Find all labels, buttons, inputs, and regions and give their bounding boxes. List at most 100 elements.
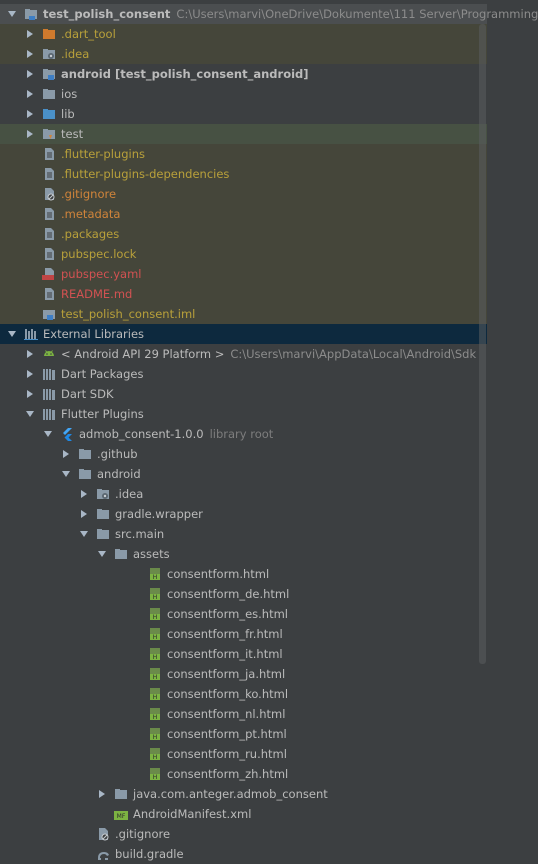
svg-text:H: H — [153, 714, 158, 721]
chevron-right-icon[interactable] — [24, 28, 36, 40]
file-icon — [42, 147, 56, 161]
gradle-icon — [96, 847, 110, 861]
tree-row[interactable]: .metadata — [0, 204, 487, 224]
chevron-right-icon[interactable] — [24, 68, 36, 80]
tree-item-label: lib — [61, 107, 75, 121]
chevron-down-icon[interactable] — [6, 328, 18, 340]
tree-row[interactable]: android[test_polish_consent_android] — [0, 64, 487, 84]
tree-item-label: .dart_tool — [61, 27, 116, 41]
chevron-right-icon[interactable] — [78, 508, 90, 520]
tree-row[interactable]: .dart_tool — [0, 24, 487, 44]
tree-row[interactable]: README.md — [0, 284, 487, 304]
tree-item-label: .github — [97, 447, 138, 461]
svg-text:H: H — [153, 774, 158, 781]
html-icon: H — [148, 667, 162, 681]
tree-item-label: consentform_pt.html — [167, 727, 287, 741]
vertical-scrollbar[interactable] — [479, 24, 486, 664]
tree-row[interactable]: Dart SDK — [0, 384, 487, 404]
file-icon — [42, 207, 56, 221]
tree-row[interactable]: Flutter Plugins — [0, 404, 487, 424]
chevron-down-icon[interactable] — [6, 8, 18, 20]
svg-text:MF: MF — [117, 813, 126, 820]
tree-item-label: consentform_zh.html — [167, 767, 289, 781]
tree-row[interactable]: External Libraries — [0, 324, 487, 344]
chevron-right-icon[interactable] — [24, 368, 36, 380]
chevron-down-icon[interactable] — [60, 468, 72, 480]
html-icon: H — [148, 747, 162, 761]
tree-item-path: C:\Users\marvi\AppData\Local\Android\Sdk — [230, 347, 477, 361]
tree-row[interactable]: .gitignore — [0, 824, 487, 844]
chevron-right-icon[interactable] — [24, 48, 36, 60]
tree-row[interactable]: < Android API 29 Platform >C:\Users\marv… — [0, 344, 487, 364]
tree-row[interactable]: pubspec.lock — [0, 244, 487, 264]
tree-row[interactable]: .idea — [0, 484, 487, 504]
tree-row[interactable]: src.main — [0, 524, 487, 544]
chevron-right-icon[interactable] — [96, 788, 108, 800]
svg-text:H: H — [153, 694, 158, 701]
tree-item-extra: [test_polish_consent_android] — [114, 67, 309, 81]
chevron-right-icon[interactable] — [60, 448, 72, 460]
tree-row[interactable]: .gitignore — [0, 184, 487, 204]
tree-row[interactable]: Dart Packages — [0, 364, 487, 384]
chevron-down-icon[interactable] — [42, 428, 54, 440]
tree-item-label: consentform_de.html — [167, 587, 290, 601]
chevron-right-icon[interactable] — [24, 348, 36, 360]
library-icon — [42, 407, 56, 421]
module-icon — [24, 7, 38, 21]
chevron-right-icon[interactable] — [24, 388, 36, 400]
html-icon: H — [148, 567, 162, 581]
tree-row[interactable]: test_polish_consent.iml — [0, 304, 487, 324]
tree-row[interactable]: lib — [0, 104, 487, 124]
chevron-right-icon[interactable] — [24, 128, 36, 140]
chevron-down-icon[interactable] — [96, 548, 108, 560]
tree-item-label: Dart Packages — [61, 367, 144, 381]
html-icon: H — [148, 707, 162, 721]
chevron-down-icon[interactable] — [78, 528, 90, 540]
tree-row[interactable]: pubspec.yaml — [0, 264, 487, 284]
tree-row[interactable]: android — [0, 464, 487, 484]
tree-row[interactable]: test — [0, 124, 487, 144]
chevron-down-icon[interactable] — [24, 408, 36, 420]
tree-row[interactable]: gradle.wrapper — [0, 504, 487, 524]
svg-text:H: H — [153, 654, 158, 661]
chevron-right-icon[interactable] — [78, 488, 90, 500]
tree-item-label: src.main — [115, 527, 165, 541]
tree-item-label: test_polish_consent.iml — [61, 307, 196, 321]
svg-text:H: H — [153, 574, 158, 581]
svg-text:H: H — [153, 674, 158, 681]
folder-settings-icon — [42, 47, 56, 61]
tree-item-label: consentform_ko.html — [167, 687, 289, 701]
html-icon: H — [148, 647, 162, 661]
tree-row[interactable]: .github — [0, 444, 487, 464]
tree-item-label: android — [97, 467, 141, 481]
tree-row[interactable]: .flutter-plugins-dependencies — [0, 164, 487, 184]
tree-row[interactable]: java.com.anteger.admob_consent — [0, 784, 487, 804]
html-icon: H — [148, 687, 162, 701]
chevron-right-icon[interactable] — [24, 108, 36, 120]
android-icon — [42, 347, 56, 361]
tree-row[interactable]: .flutter-plugins — [0, 144, 487, 164]
tree-row[interactable]: assets — [0, 544, 487, 564]
folder-icon — [96, 507, 110, 521]
tree-item-label: .idea — [115, 487, 144, 501]
tree-row[interactable]: .idea — [0, 44, 487, 64]
tree-row[interactable]: build.gradle — [0, 844, 487, 864]
tree-row[interactable]: ios — [0, 84, 487, 104]
tree-row[interactable]: .packages — [0, 224, 487, 244]
chevron-right-icon[interactable] — [24, 88, 36, 100]
